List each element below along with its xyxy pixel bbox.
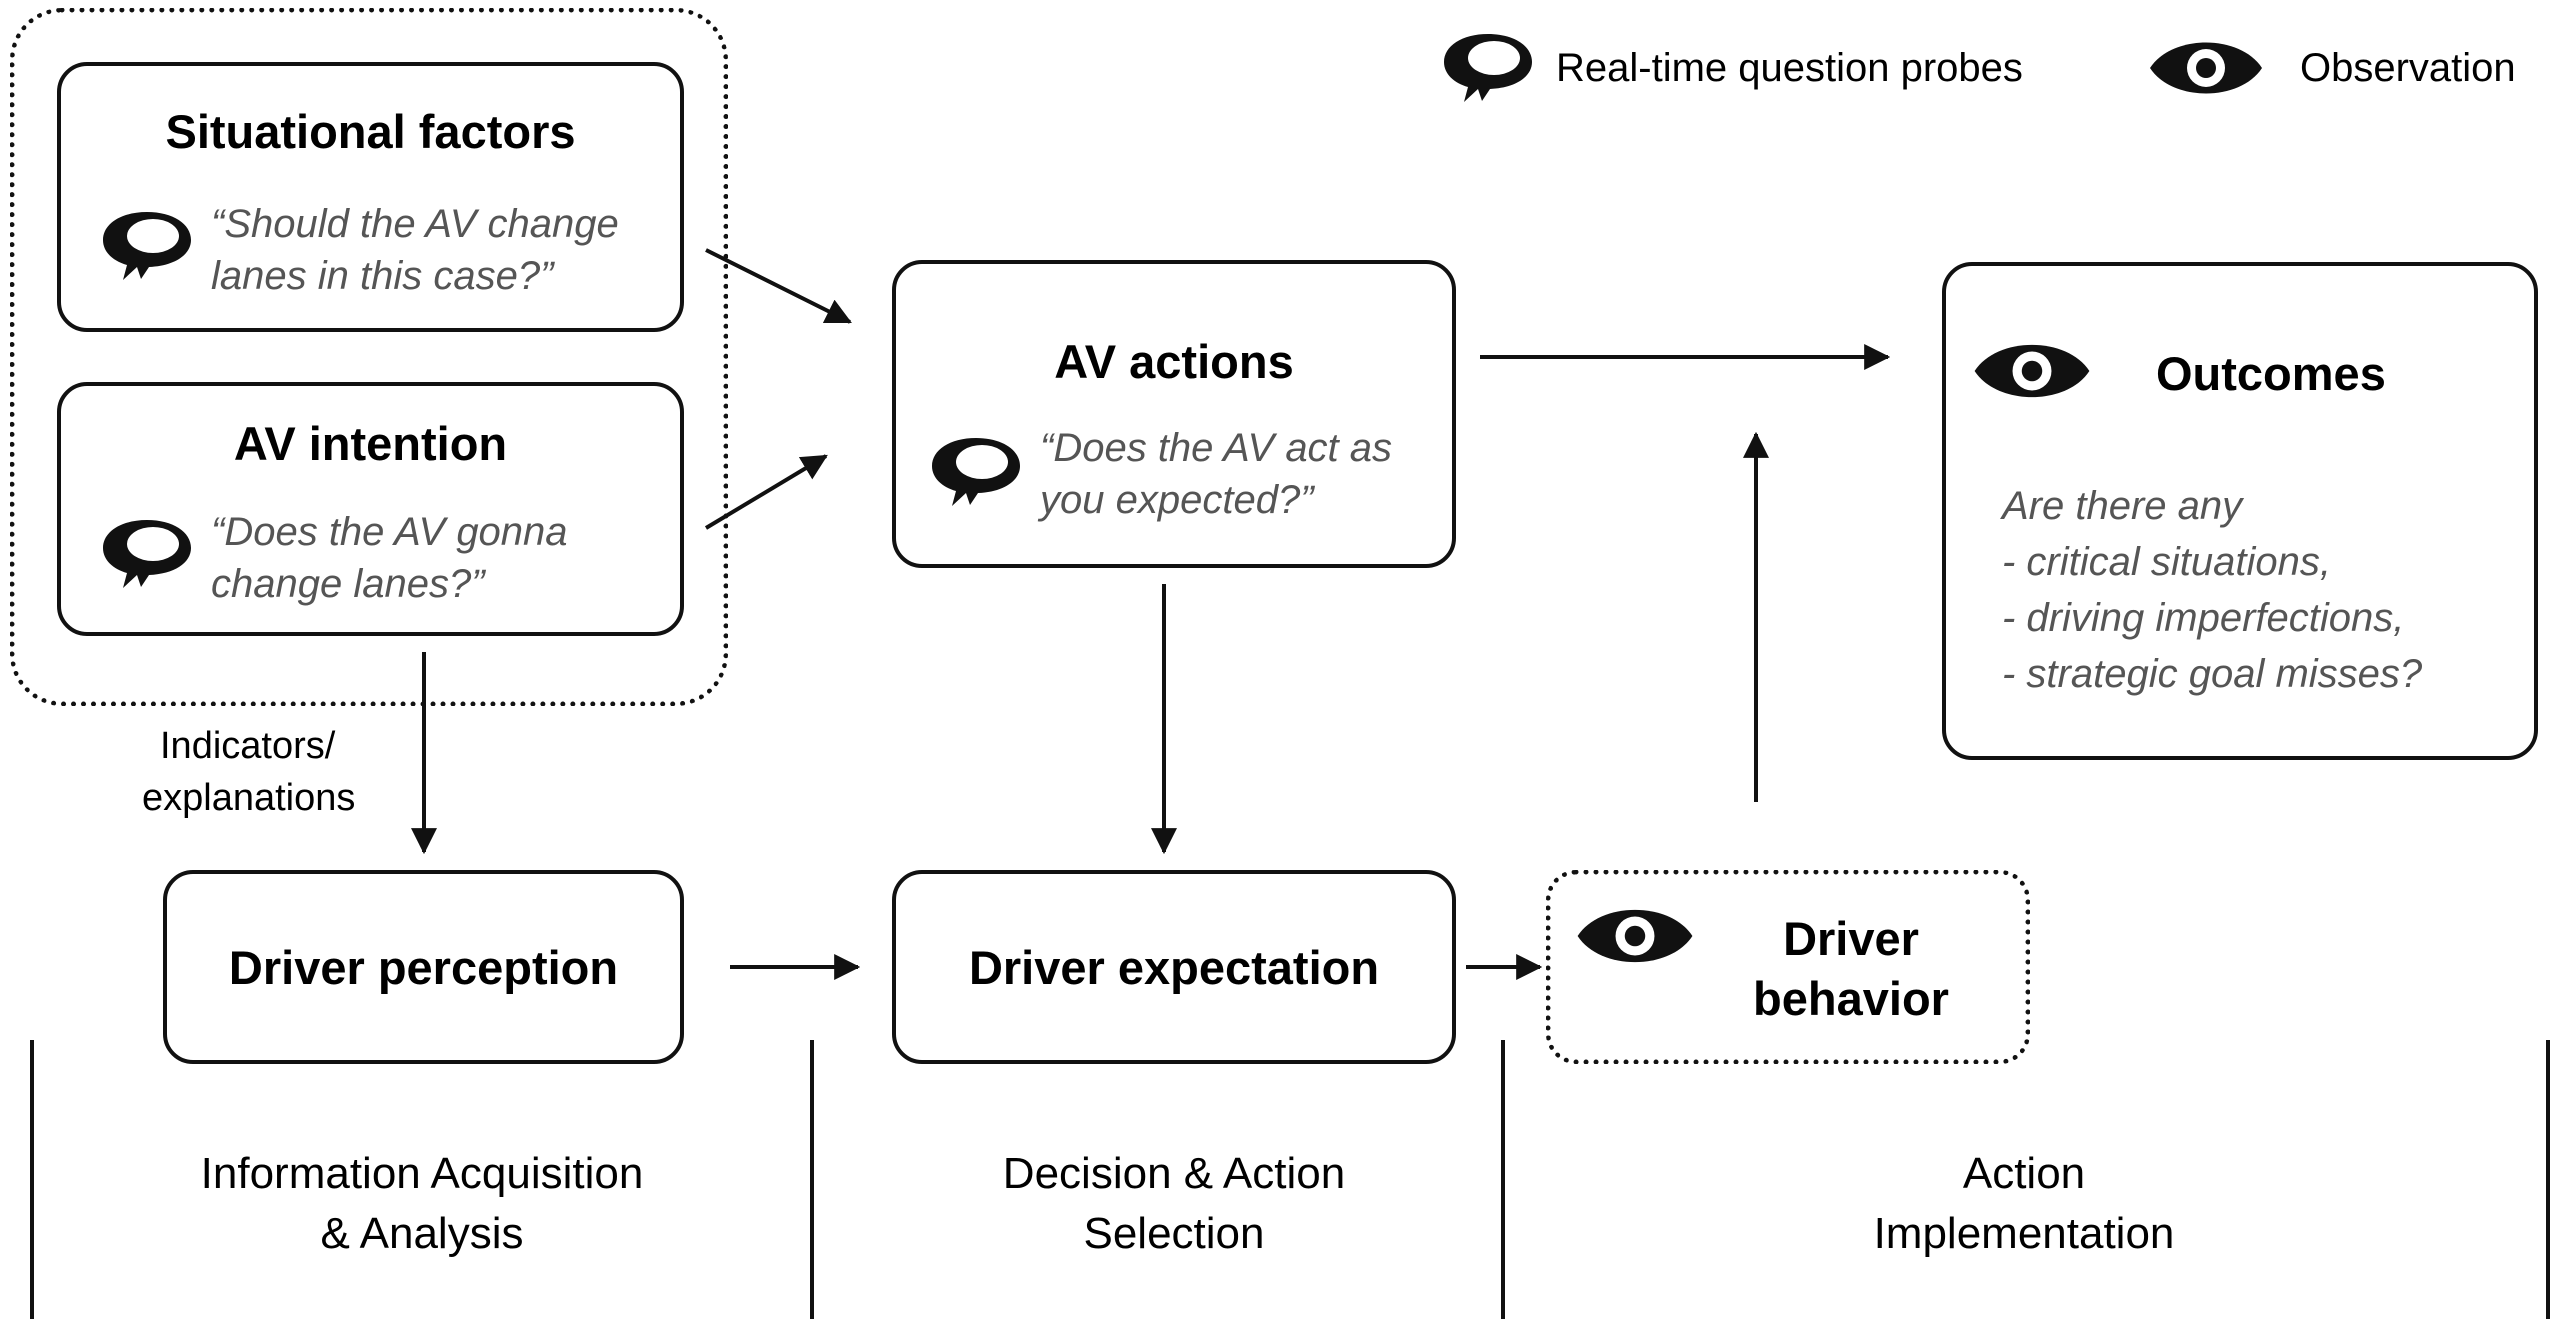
arrow-intention-to-actions (704, 454, 828, 530)
av-actions-title: AV actions (1054, 335, 1294, 388)
information-group-border (10, 8, 728, 706)
stage-information-acquisition: Information Acquisition & Analysis (122, 1144, 722, 1264)
av-actions-probe-line2: you expected?” (1040, 478, 1314, 522)
driver-expectation-title: Driver expectation (968, 941, 1380, 994)
driver-perception-title: Driver perception (228, 941, 619, 994)
indicators-label-line1: Indicators/ (160, 725, 336, 767)
arrow-situational-to-actions (705, 248, 852, 324)
av-intention-probe-line1: “Does the AV gonna (211, 510, 568, 554)
legend-observation-label: Observation (2300, 46, 2516, 90)
legend-probe-label: Real-time question probes (1556, 46, 2023, 90)
driver-behavior-box: Driver behavior (1546, 870, 2030, 1064)
stage-action-implementation: Action Implementation (1724, 1144, 2324, 1264)
driver-perception-box: Driver perception (163, 870, 684, 1064)
driver-expectation-box: Driver expectation (892, 870, 1456, 1064)
stage2-line1: Decision & Action (1002, 1149, 1346, 1198)
situational-factors-box: Situational factors “Should the AV chang… (57, 62, 684, 332)
driver-behavior-line1: Driver (1783, 912, 1919, 965)
outcomes-box: Outcomes Are there any - critical situat… (1942, 262, 2538, 760)
indicators-label-line2: explanations (142, 777, 356, 819)
av-intention-probe-line2: change lanes?” (211, 562, 485, 606)
outcomes-line1: Are there any (2002, 484, 2243, 528)
stage3-line1: Action (1962, 1149, 2086, 1198)
stage3-line2: Implementation (1873, 1209, 2175, 1258)
av-intention-box: AV intention “Does the AV gonna change l… (57, 382, 684, 636)
stage-decision-action-selection: Decision & Action Selection (874, 1144, 1474, 1264)
outcomes-line2: - critical situations, (2002, 540, 2331, 584)
situational-factors-title: Situational factors (165, 105, 576, 158)
driver-behavior-line2: behavior (1753, 972, 1949, 1025)
stage-divider-2 (810, 1040, 814, 1319)
situational-factors-probe-line1: “Should the AV change (211, 202, 619, 246)
outcomes-line3: - driving imperfections, (2002, 596, 2405, 640)
stage-divider-1 (30, 1040, 34, 1319)
situational-factors-probe-line2: lanes in this case?” (211, 254, 554, 298)
stage1-line1: Information Acquisition (200, 1149, 644, 1198)
outcomes-title: Outcomes (2156, 347, 2386, 400)
av-intention-title: AV intention (233, 417, 508, 470)
stage2-line2: Selection (1083, 1209, 1265, 1258)
av-actions-box: AV actions “Does the AV act as you expec… (892, 260, 1456, 568)
outcomes-line4: - strategic goal misses? (2002, 652, 2423, 696)
stage1-line2: & Analysis (320, 1209, 524, 1258)
stage-divider-4 (2546, 1040, 2550, 1319)
av-actions-probe-line1: “Does the AV act as (1040, 426, 1393, 470)
stage-divider-3 (1501, 1040, 1505, 1319)
